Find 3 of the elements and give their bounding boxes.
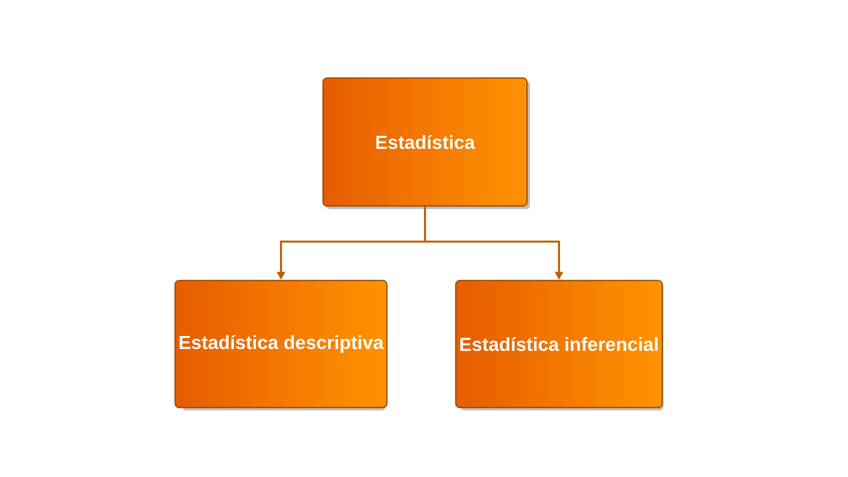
process-box: Estadística xyxy=(322,77,530,209)
process-box: Estadística inferencial xyxy=(455,280,664,410)
process-box: Estadística descriptiva xyxy=(174,280,388,410)
